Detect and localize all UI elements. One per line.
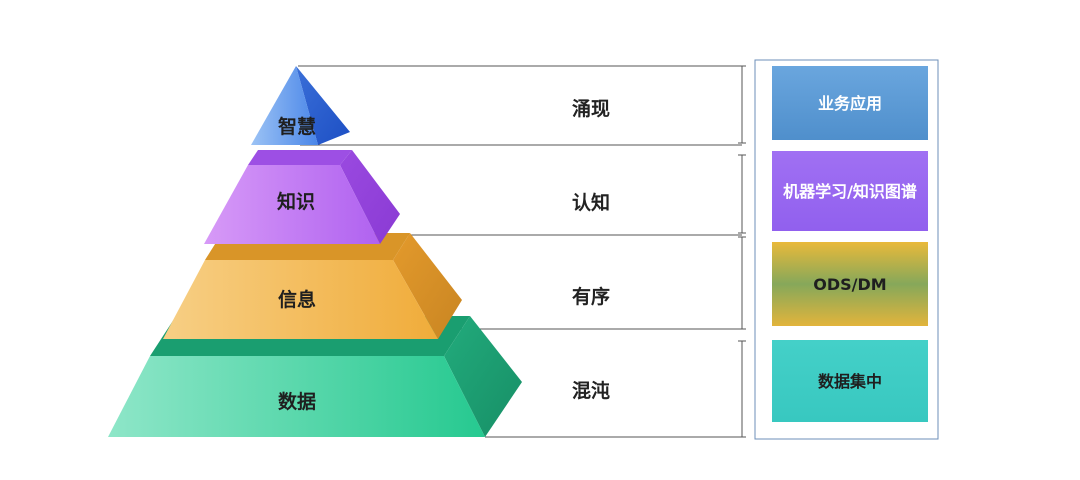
tier-knowledge-front [204, 165, 380, 244]
tier-information-label: 信息 [278, 288, 316, 311]
system-box-ods-label: ODS/DM [813, 275, 886, 294]
tier-data-front [108, 356, 485, 437]
stage-labels: 涌现 认知 有序 混沌 [572, 98, 610, 402]
tier-wisdom-front [251, 66, 318, 145]
tier-wisdom: 智慧 [251, 66, 350, 145]
system-box-business-label: 业务应用 [818, 94, 882, 113]
tier-knowledge-top [248, 150, 352, 165]
system-box-ods [772, 242, 928, 326]
tier-knowledge-label: 知识 [277, 190, 315, 213]
stage-label-cognition: 认知 [572, 191, 610, 214]
system-box-central [772, 340, 928, 422]
system-panel: 业务应用 机器学习/知识图谱 ODS/DM 数据集中 [754, 59, 939, 440]
connector-lines [298, 65, 742, 438]
tier-knowledge-side [340, 150, 400, 244]
stage-label-chaos: 混沌 [572, 379, 610, 402]
tier-wisdom-side [296, 66, 350, 145]
system-box-business [772, 66, 928, 140]
tier-wisdom-label: 智慧 [278, 115, 316, 138]
system-box-central-label: 数据集中 [818, 372, 882, 391]
tier-information: 信息 [163, 233, 462, 339]
tier-information-front [163, 260, 438, 339]
system-box-ml-label: 机器学习/知识图谱 [783, 182, 917, 201]
stage-label-emergence: 涌现 [572, 98, 610, 120]
tier-data-label: 数据 [278, 390, 316, 413]
stage-label-order: 有序 [572, 285, 610, 308]
system-box-ml [772, 151, 928, 231]
bracket-ticks [738, 65, 746, 438]
tier-information-side [393, 233, 462, 339]
tier-knowledge: 知识 [204, 150, 400, 244]
tier-data-side [444, 316, 522, 437]
